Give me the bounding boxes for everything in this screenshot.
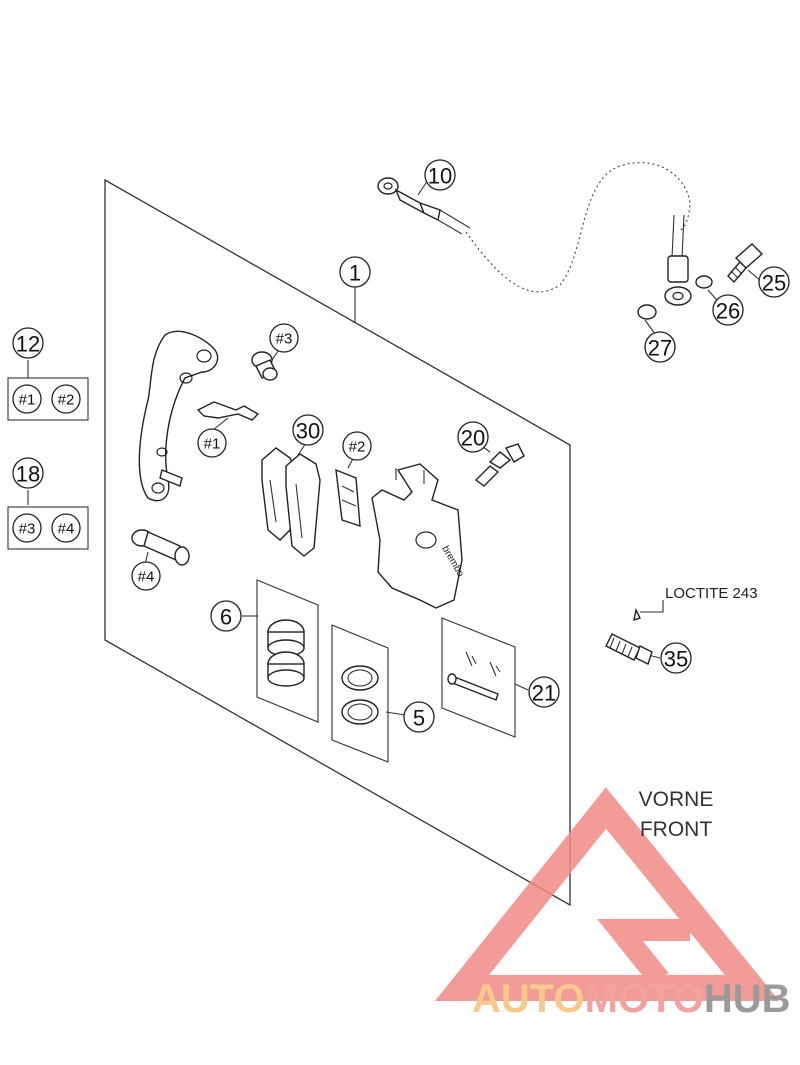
kit-12-box: [7, 377, 89, 421]
callout-hash-3: #3: [269, 323, 299, 353]
svg-text:#3: #3: [276, 331, 293, 348]
callout-5: 5: [403, 701, 435, 733]
leader-lines: [27, 179, 763, 716]
svg-text:#4: #4: [138, 569, 155, 586]
svg-text:#4: #4: [58, 521, 75, 538]
svg-text:27: 27: [648, 336, 672, 361]
washer-26: [695, 275, 713, 289]
caliper-bracket: [138, 330, 219, 502]
direction-label-vorne: VORNE: [639, 788, 714, 811]
svg-text:6: 6: [220, 605, 232, 630]
svg-text:35: 35: [664, 647, 688, 672]
pad-spring: [196, 401, 260, 421]
svg-text:10: 10: [428, 164, 452, 189]
svg-text:21: 21: [532, 681, 556, 706]
svg-text:25: 25: [762, 271, 786, 296]
svg-text:#2: #2: [349, 439, 366, 456]
callout-hash-1: #1: [197, 428, 227, 458]
bleed-valve: [474, 443, 525, 487]
piston-kit-6: [256, 579, 319, 723]
watermark-moto: MOTO: [585, 977, 704, 1021]
anti-rattle-plate: [335, 468, 361, 527]
rubber-boot: [251, 351, 278, 381]
callout-hash-2: #2: [342, 431, 372, 461]
svg-text:1: 1: [349, 261, 361, 286]
svg-text:#1: #1: [19, 392, 36, 409]
callout-27: 27: [644, 331, 676, 363]
callout-25: 25: [758, 266, 790, 298]
callout-12: 12: [12, 327, 44, 359]
brake-pads: [261, 447, 321, 557]
banjo-bolt: [727, 243, 764, 284]
kit-18-item-3: #3: [12, 513, 42, 543]
svg-text:#3: #3: [19, 521, 36, 538]
callout-26: 26: [712, 294, 744, 326]
watermark-auto: AUTO: [472, 977, 585, 1021]
svg-text:12: 12: [16, 332, 40, 357]
guide-pin: [131, 529, 190, 566]
callout-30: 30: [292, 414, 324, 446]
brake-hose: [377, 162, 692, 306]
callout-10: 10: [424, 159, 456, 191]
svg-text:#2: #2: [58, 392, 75, 409]
direction-label-front: FRONT: [640, 818, 712, 841]
seal-kit-5: [331, 624, 389, 763]
logo-g-mark: [597, 919, 690, 987]
pin-kit-21: [441, 617, 516, 738]
callout-1: 1: [339, 256, 371, 288]
watermark-logo: [434, 787, 780, 1001]
kit-12-item-2: #2: [51, 384, 81, 414]
washer-27: [637, 304, 657, 320]
kit-18-box: [7, 506, 89, 550]
callout-18: 18: [12, 457, 44, 489]
svg-text:20: 20: [461, 426, 485, 451]
assembly-panel: [104, 178, 571, 907]
callout-21: 21: [528, 676, 560, 708]
kit-18-item-4: #4: [51, 513, 81, 543]
callout-35: 35: [660, 642, 692, 674]
callout-6: 6: [210, 600, 242, 632]
kit-12-item-1: #1: [12, 384, 42, 414]
callout-hash-4: #4: [131, 561, 161, 591]
caliper-body: brembo: [371, 463, 466, 609]
watermark-hub: HUB: [704, 977, 791, 1021]
svg-text:18: 18: [16, 462, 40, 487]
watermark-text: AUTOMOTOHUB: [472, 977, 791, 1021]
svg-text:5: 5: [413, 706, 425, 731]
svg-text:#1: #1: [204, 436, 221, 453]
caliper-bolt: [605, 607, 653, 665]
svg-text:30: 30: [296, 419, 320, 444]
svg-text:26: 26: [716, 299, 740, 324]
loctite-note: LOCTITE 243: [665, 585, 758, 602]
callout-20: 20: [457, 421, 489, 453]
logo-triangle-outer: [434, 787, 780, 1001]
